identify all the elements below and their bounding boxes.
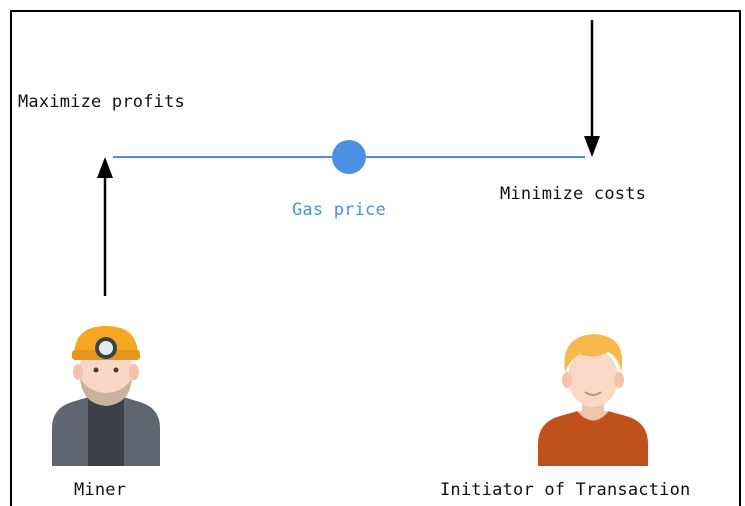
miner-avatar-icon xyxy=(52,326,160,466)
diagram-frame xyxy=(10,10,741,506)
miner-label: Miner xyxy=(74,480,127,500)
minimize-costs-label: Minimize costs xyxy=(500,184,647,204)
gas-price-point xyxy=(332,140,366,174)
initiator-arrowhead xyxy=(584,136,600,157)
initiator-label: Initiator of Transaction xyxy=(440,480,691,500)
maximize-profits-label: Maximize profits xyxy=(18,92,185,112)
person-avatar-icon xyxy=(538,334,648,466)
gas-price-label: Gas price xyxy=(292,200,386,220)
miner-arrowhead xyxy=(97,157,113,178)
